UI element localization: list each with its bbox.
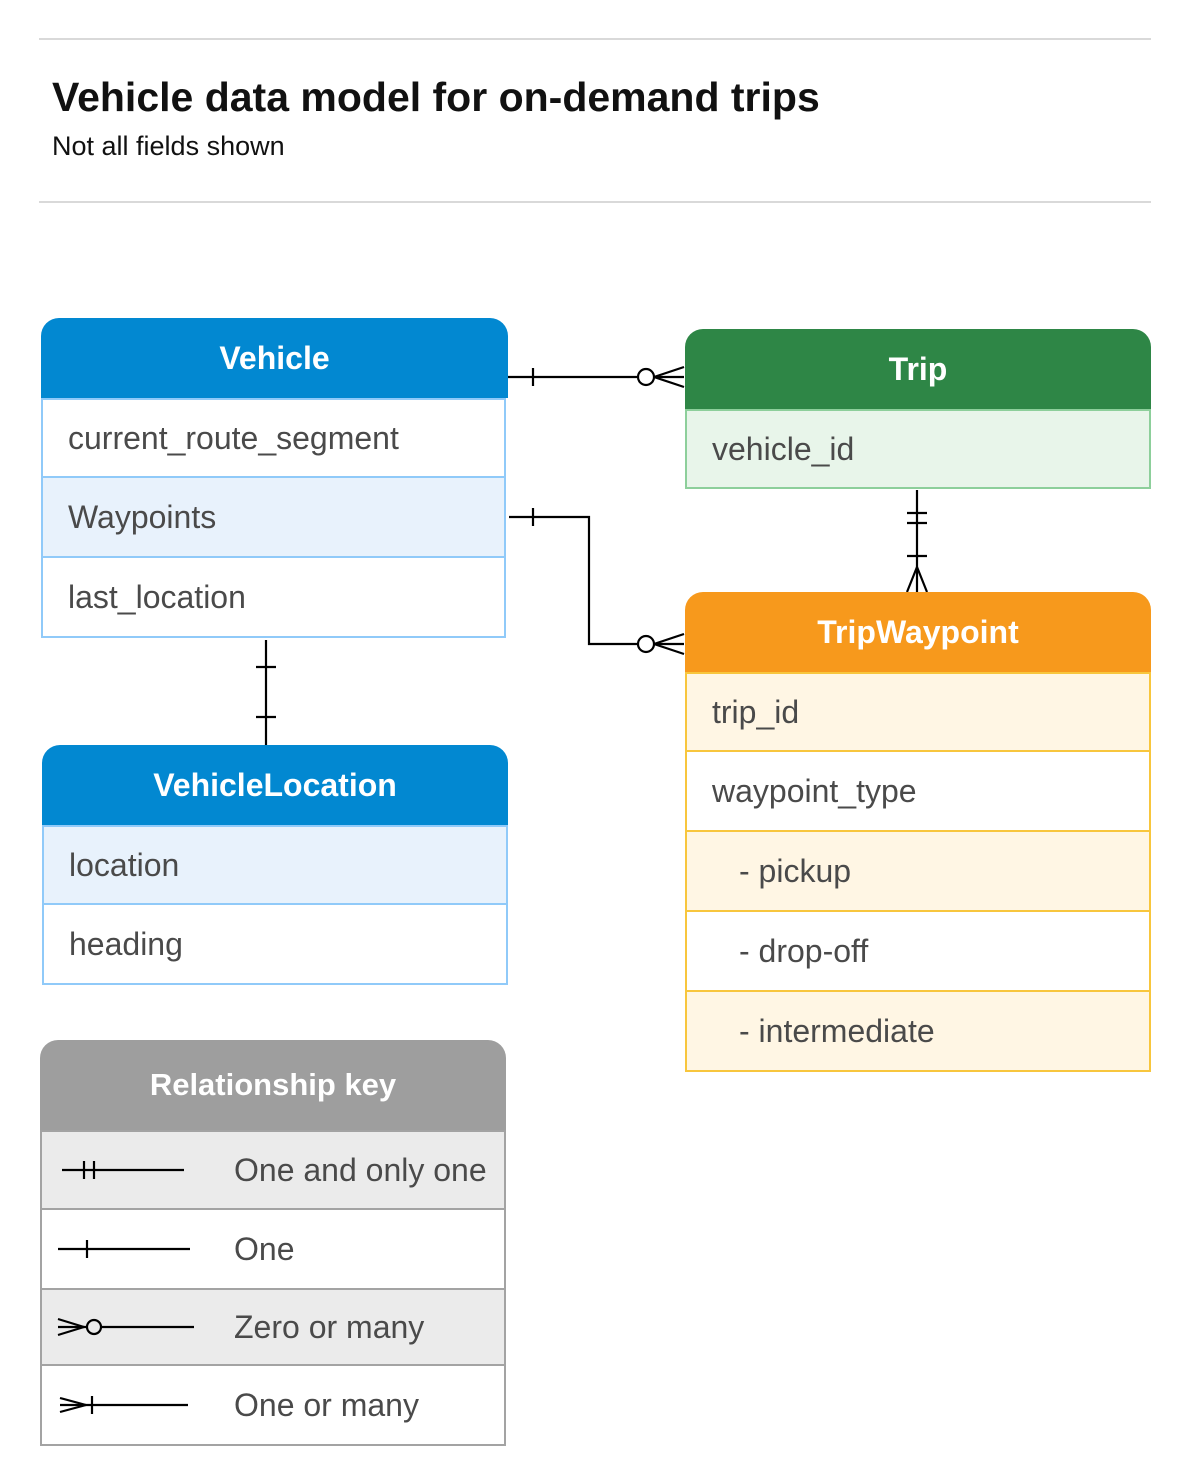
trip-entity: Trip vehicle_id xyxy=(685,329,1151,489)
key-row-one-and-only-one: One and only one xyxy=(40,1130,506,1210)
vehicle-entity: Vehicle current_route_segment Waypoints … xyxy=(41,318,508,638)
key-label-one: One xyxy=(234,1230,295,1267)
tripwaypoint-entity: TripWaypoint trip_id waypoint_type - pic… xyxy=(685,592,1151,1072)
trip-field-vehicle-id: vehicle_id xyxy=(685,409,1151,489)
tripwaypoint-field-intermediate: - intermediate xyxy=(685,992,1151,1072)
tripwaypoint-entity-header: TripWaypoint xyxy=(685,592,1151,672)
page-subtitle: Not all fields shown xyxy=(52,131,285,161)
connector-vehicle-trip xyxy=(508,365,685,389)
connector-trip-tripwaypoint xyxy=(905,490,929,593)
zero-or-many-symbol xyxy=(57,1317,194,1337)
key-label-one-and-only-one: One and only one xyxy=(234,1151,487,1188)
tripwaypoint-field-trip-id: trip_id xyxy=(685,672,1151,752)
tripwaypoint-field-pickup: - pickup xyxy=(685,832,1151,912)
trip-entity-header: Trip xyxy=(685,329,1151,409)
one-or-many-symbol xyxy=(59,1396,188,1414)
page-title: Vehicle data model for on-demand trips xyxy=(52,74,820,120)
vehicle-field-last-location: last_location xyxy=(41,558,506,638)
header-divider xyxy=(39,201,1151,203)
connector-waypoints-tripwaypoint xyxy=(509,508,685,656)
one-and-only-one-symbol xyxy=(62,1161,184,1179)
vehicle-field-current-route-segment: current_route_segment xyxy=(41,398,506,478)
key-row-one: One xyxy=(40,1210,506,1290)
one-symbol xyxy=(58,1240,190,1258)
top-divider xyxy=(39,38,1151,40)
vehiclelocation-entity: VehicleLocation location heading xyxy=(42,745,508,985)
tripwaypoint-field-drop-off: - drop-off xyxy=(685,912,1151,992)
key-row-one-or-many: One or many xyxy=(40,1366,506,1446)
vehiclelocation-field-location: location xyxy=(42,825,508,905)
vehiclelocation-entity-header: VehicleLocation xyxy=(42,745,508,825)
vehicle-entity-header: Vehicle xyxy=(41,318,508,398)
connector-vehicle-vehiclelocation xyxy=(256,640,276,745)
vehicle-field-waypoints: Waypoints xyxy=(41,478,506,558)
key-label-zero-or-many: Zero or many xyxy=(234,1308,425,1345)
tripwaypoint-field-waypoint-type: waypoint_type xyxy=(685,752,1151,832)
key-label-one-or-many: One or many xyxy=(234,1386,419,1423)
relationship-key-header: Relationship key xyxy=(40,1040,506,1130)
relationship-key: Relationship key One and only one One xyxy=(40,1040,506,1446)
vehiclelocation-field-heading: heading xyxy=(42,905,508,985)
key-row-zero-or-many: Zero or many xyxy=(40,1290,506,1366)
